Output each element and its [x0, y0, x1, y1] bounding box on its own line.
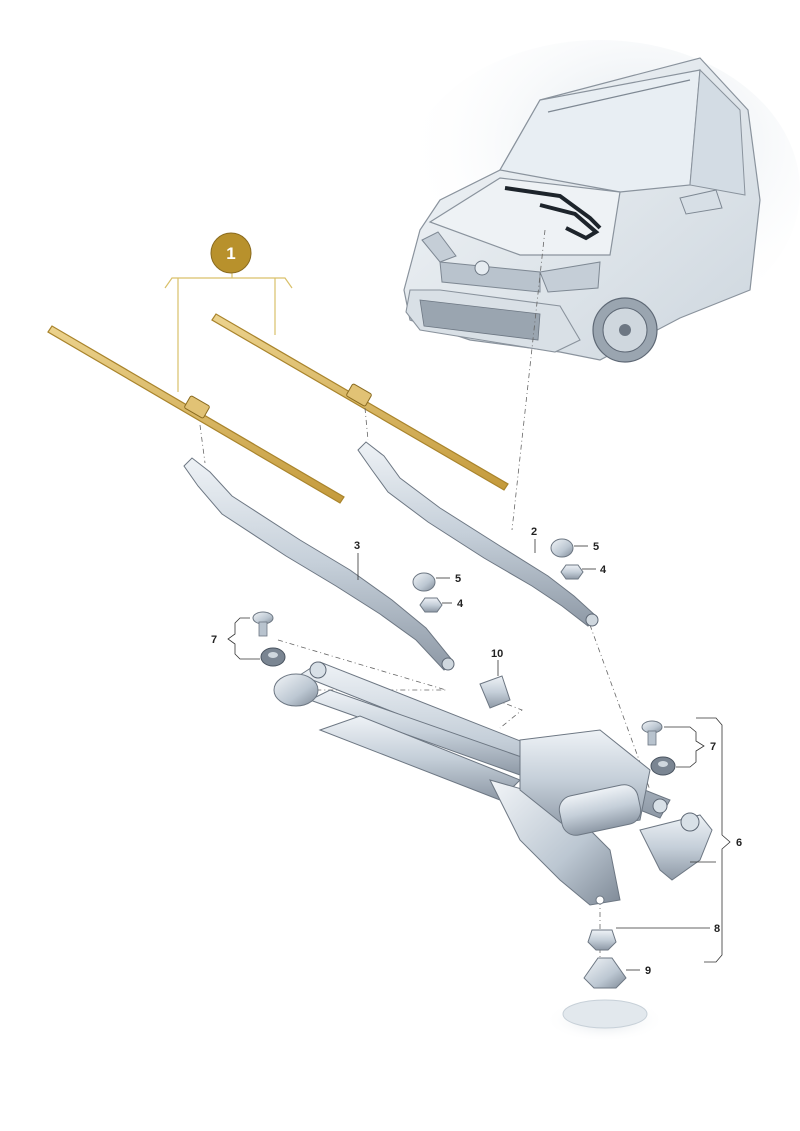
floor-shadow [545, 998, 665, 1042]
callout-rubber-buffer: 9 [645, 965, 651, 977]
bushing [479, 675, 511, 709]
callout-nut-left: 4 [457, 598, 464, 610]
mount-nut [587, 929, 617, 951]
bolt-left-top [252, 611, 274, 637]
callout-cap-right: 5 [593, 541, 599, 553]
cap-left [412, 572, 436, 592]
callout-arm-left: 3 [354, 540, 360, 552]
callout-bushing: 10 [491, 648, 503, 660]
car-illustration [400, 40, 800, 363]
grommet-right [650, 756, 676, 776]
badge-number: 1 [226, 244, 235, 263]
wiper-arm-right [357, 441, 599, 627]
callout-arm-right: 2 [531, 526, 537, 538]
callout-bolt-group-left: 7 [211, 634, 217, 646]
callout-bolt-group-right: 7 [710, 741, 716, 753]
callout-labels: 2 3 5 4 5 4 7 10 7 6 8 9 [211, 526, 742, 977]
wiper-arm-left [183, 457, 455, 671]
wiper-blade-right [211, 313, 509, 491]
grommet-left [260, 647, 286, 667]
wiper-linkage-assembly [273, 661, 713, 906]
nut-left [419, 597, 443, 613]
leader-lines [227, 539, 731, 971]
bolt-right-top [641, 720, 663, 746]
rubber-buffer [583, 957, 627, 989]
callout-linkage-assembly: 6 [736, 837, 742, 849]
callout-cap-left: 5 [455, 573, 461, 585]
nut-right [560, 564, 584, 580]
badge: 1 [210, 232, 252, 274]
callout-nut-right: 4 [600, 564, 607, 576]
wiper-blade-left [47, 325, 345, 504]
callout-mount-nut: 8 [714, 923, 720, 935]
cap-right [550, 538, 574, 558]
badge-circle [210, 232, 252, 274]
badge-leaders [164, 272, 293, 392]
